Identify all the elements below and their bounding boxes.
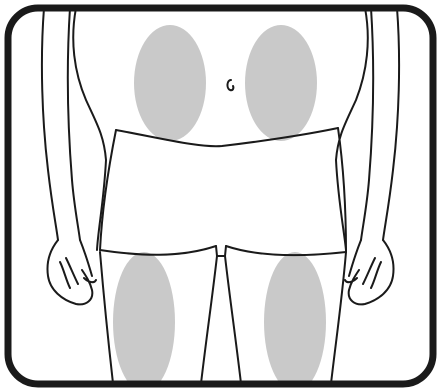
injection-site-abdomen-left [245, 25, 317, 141]
injection-site-thigh-left [264, 252, 326, 392]
injection-site-thigh-right [113, 252, 175, 392]
frame-background [8, 8, 433, 384]
injection-site-abdomen-right [134, 25, 206, 141]
